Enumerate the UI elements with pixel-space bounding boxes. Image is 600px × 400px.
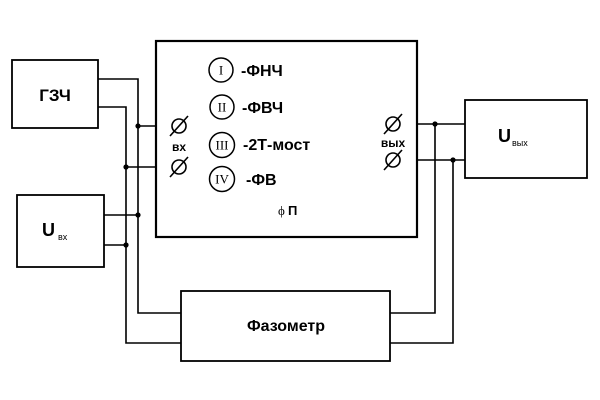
terminal-slash <box>383 149 403 171</box>
device-box <box>154 39 419 239</box>
input-voltmeter-box <box>16 194 105 268</box>
wire-bus-left-top <box>137 126 192 314</box>
wires <box>98 78 465 344</box>
filter-numeral: II <box>218 100 227 115</box>
junction <box>432 121 438 127</box>
wire-bus-right-bottom <box>374 160 454 344</box>
filter-label: -ФВ <box>246 172 277 189</box>
filter-label: -ФВЧ <box>242 100 283 117</box>
junction <box>123 164 129 170</box>
output-voltmeter-block: U вых <box>464 99 588 179</box>
junction <box>135 123 141 129</box>
numeral-circle <box>209 94 235 120</box>
filter-numeral: III <box>216 138 229 153</box>
wire-generator-bottom <box>98 106 172 168</box>
numeral-circle <box>208 131 236 159</box>
wire-bus-right-top <box>374 124 436 314</box>
input-voltmeter-symbol: U <box>42 220 55 240</box>
input-voltmeter-subscript: вх <box>58 232 68 242</box>
output-voltmeter-subscript: вых <box>512 138 528 148</box>
output-terminals: вых <box>381 113 406 171</box>
output-label: вых <box>381 136 406 150</box>
wire-bus-left-bottom <box>125 167 192 344</box>
filter-label: -2Т-мост <box>243 137 310 154</box>
switch-indicator: ϕ П <box>278 203 297 218</box>
phase-meter-box <box>180 290 391 362</box>
switch-symbol: ϕ <box>278 203 285 218</box>
terminal-slash <box>169 156 189 178</box>
switch-label: П <box>288 203 297 218</box>
terminal-slash <box>383 113 403 135</box>
filter-label: -ФНЧ <box>241 63 283 80</box>
phase-meter-block: Фазометр <box>180 290 391 362</box>
phase-meter-label: Фазометр <box>247 318 325 335</box>
input-voltmeter-block: U вх <box>16 194 105 268</box>
input-terminals: вх <box>169 115 189 178</box>
filter-numeral: I <box>219 63 223 78</box>
filter-item-4: IV -ФВ <box>208 165 277 193</box>
device-block: I -ФНЧ II -ФВЧ III -2Т-мост IV -ФВ ϕ П <box>154 39 419 239</box>
numeral-circle <box>208 57 234 83</box>
output-voltmeter-box <box>464 99 588 179</box>
filter-item-3: III -2Т-мост <box>208 131 310 159</box>
junction <box>135 212 141 218</box>
filter-numeral: IV <box>215 172 229 187</box>
filter-item-1: I -ФНЧ <box>208 57 283 83</box>
output-voltmeter-symbol: U <box>498 126 511 146</box>
input-label: вх <box>172 140 186 154</box>
numeral-circle <box>208 165 236 193</box>
generator-box <box>11 59 99 129</box>
generator-label: ГЗЧ <box>39 86 71 105</box>
terminal-slash <box>169 115 189 137</box>
generator-block: ГЗЧ <box>11 59 99 129</box>
junctions <box>123 121 456 248</box>
junction <box>450 157 456 163</box>
filter-item-2: II -ФВЧ <box>209 94 283 120</box>
junction <box>123 242 129 248</box>
